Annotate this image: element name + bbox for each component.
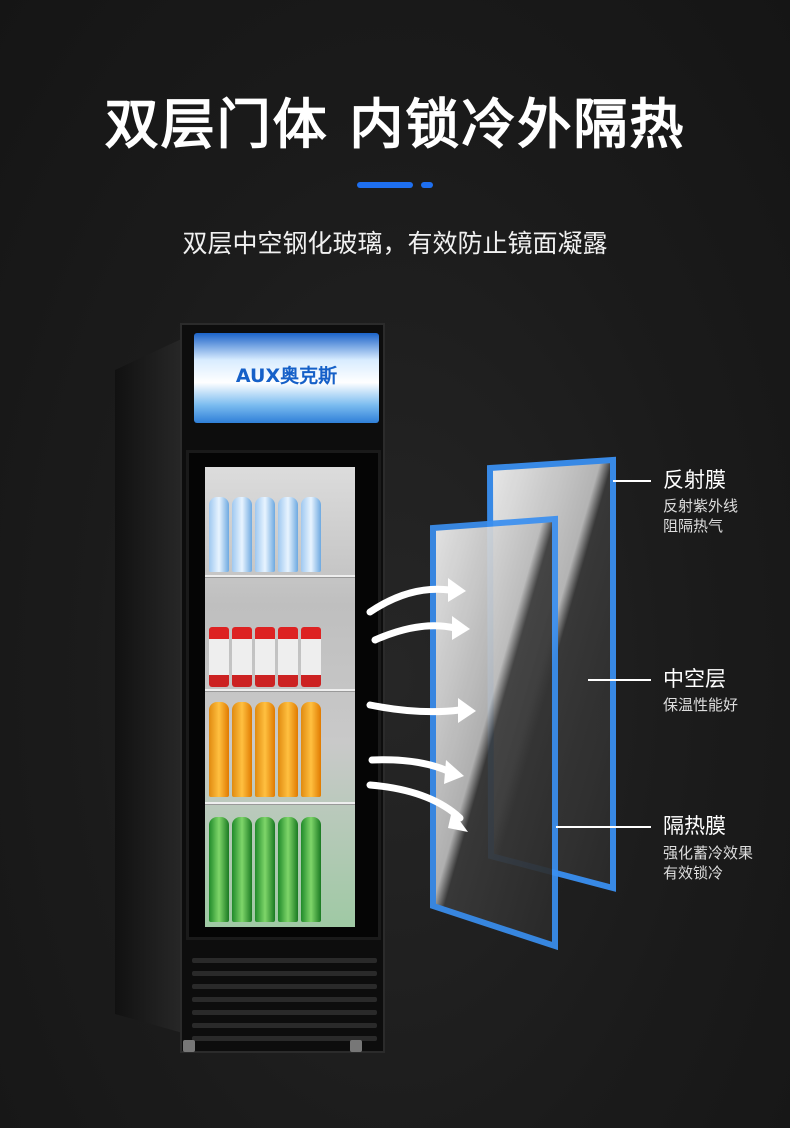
label-insulation-film: 隔热膜 <box>663 814 726 838</box>
label-desc: 反射紫外线 <box>663 497 739 515</box>
fridge-side <box>115 335 190 1035</box>
fridge-foot <box>350 1040 362 1052</box>
label-desc: 保温性能好 <box>663 696 739 714</box>
label-line <box>613 480 651 482</box>
fridge-foot <box>183 1040 195 1052</box>
arrow-icon <box>366 585 454 616</box>
label-desc: 阻隔热气 <box>663 517 724 535</box>
page-title: 双层门体 内锁冷外隔热 <box>104 93 686 156</box>
label-line <box>588 679 651 681</box>
shelf <box>205 802 355 805</box>
page-subtitle: 双层中空钢化玻璃，有效防止镜面凝露 <box>182 229 608 258</box>
label-reflective-film: 反射膜 <box>663 468 726 492</box>
shelf <box>205 575 355 578</box>
arrow-icon <box>371 622 459 644</box>
arrow-icon <box>368 756 454 776</box>
water-bottles <box>209 497 321 572</box>
fridge-door <box>186 450 381 940</box>
shelf <box>205 689 355 692</box>
juice-bottles <box>209 702 321 797</box>
vent-grille <box>192 950 377 1045</box>
label-desc: 有效锁冷 <box>663 864 724 882</box>
accent-dot <box>421 182 433 188</box>
fridge-image: AUX奥克斯 <box>180 323 385 1053</box>
accent-bar <box>357 182 413 188</box>
label-desc: 强化蓄冷效果 <box>663 844 754 862</box>
label-hollow-layer: 中空层 <box>663 667 726 691</box>
beer-cans <box>209 627 321 687</box>
arrow-icon <box>366 701 464 716</box>
brand-logo: AUX奥克斯 <box>235 365 338 387</box>
label-line <box>556 826 651 828</box>
fridge-interior <box>205 467 355 927</box>
fridge-header-panel: AUX奥克斯 <box>194 333 379 423</box>
soda-bottles <box>209 817 321 922</box>
